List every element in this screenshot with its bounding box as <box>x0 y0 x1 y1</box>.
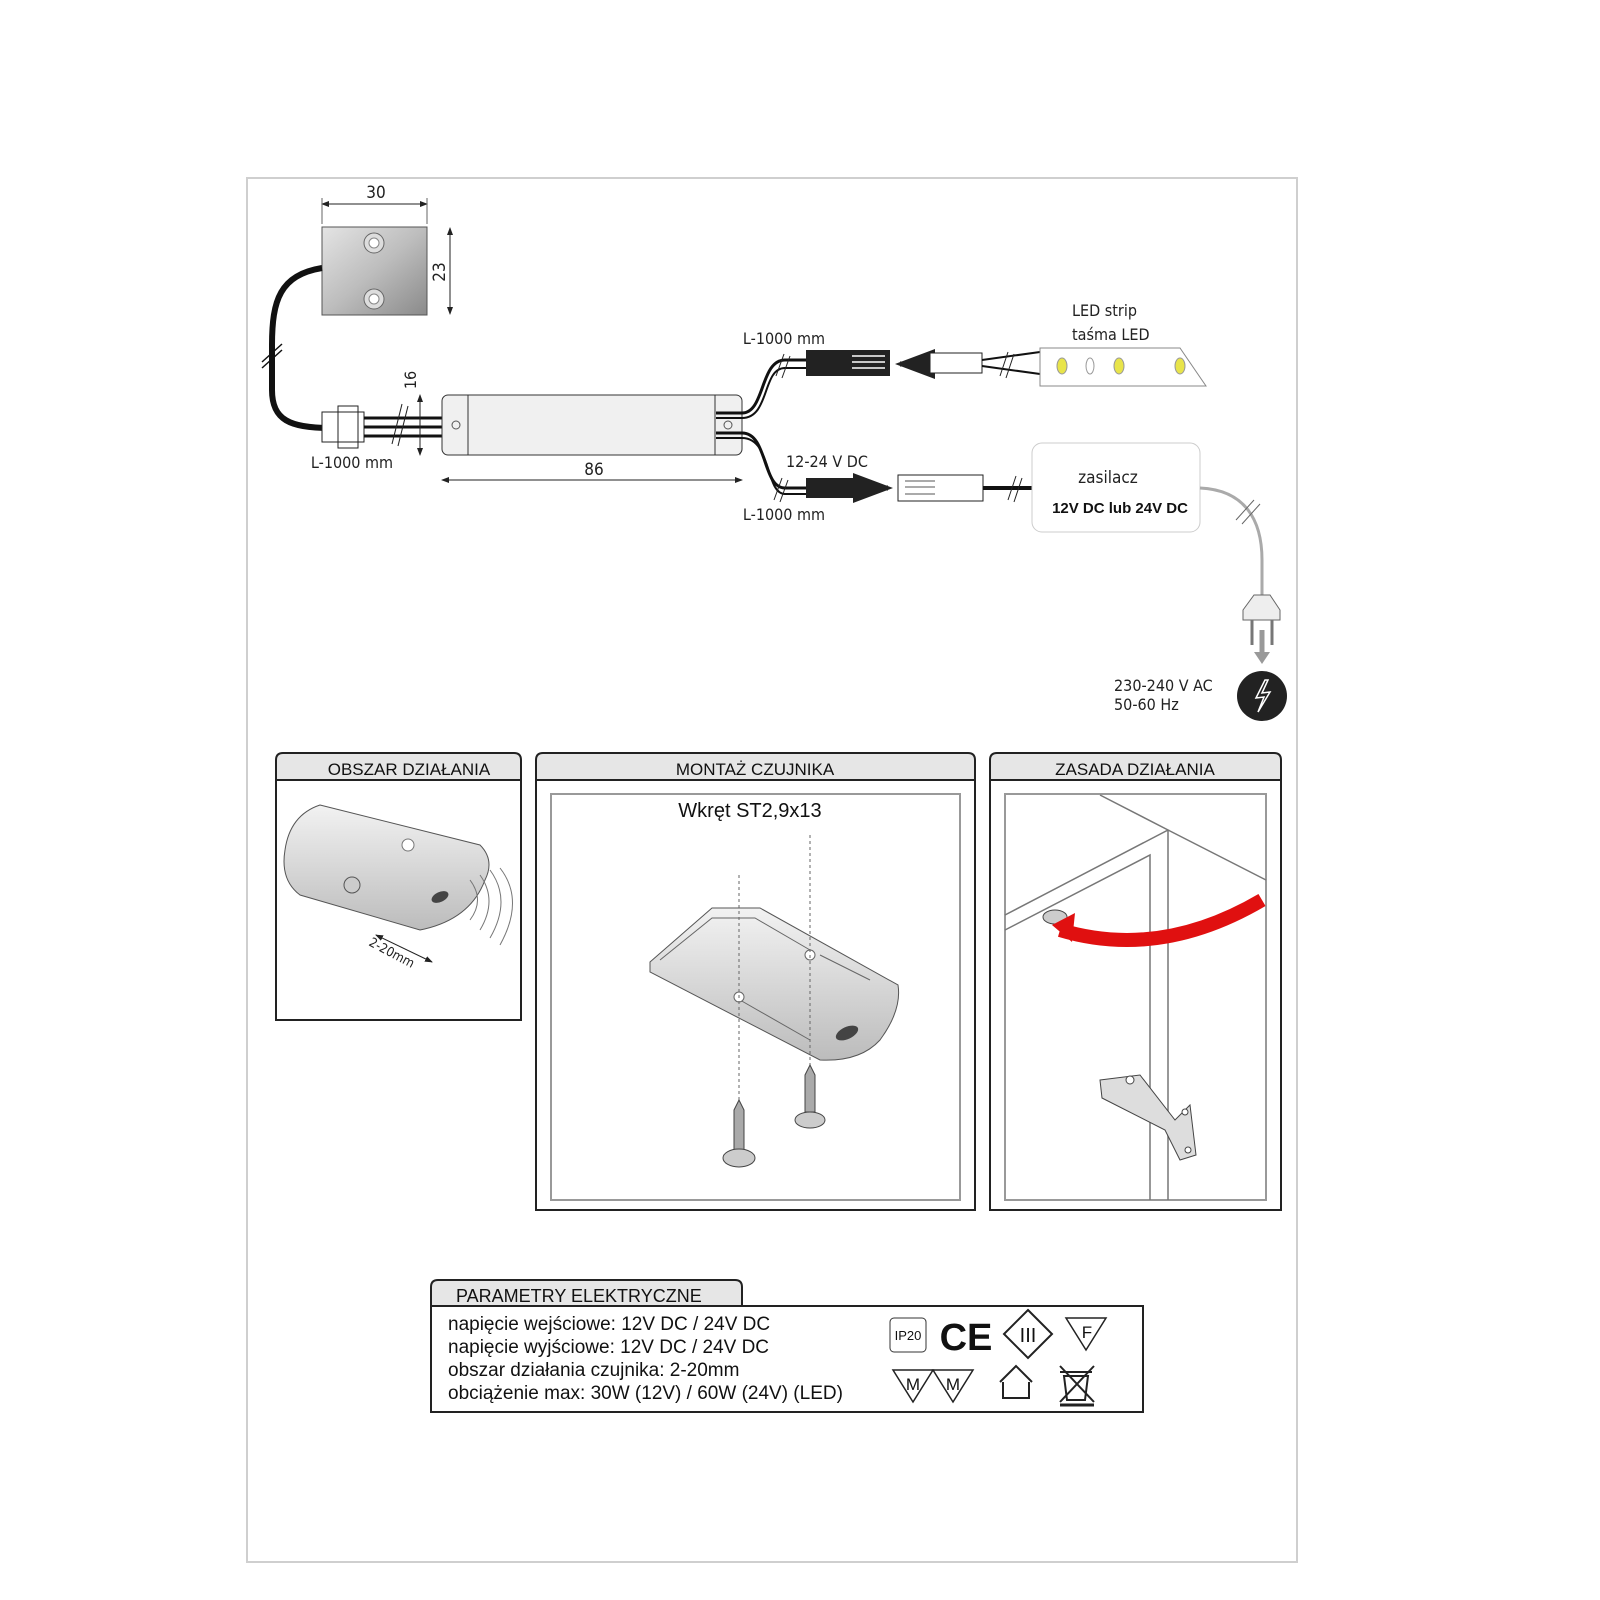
f-mark-icon <box>1064 1317 1108 1352</box>
sensor-mount-illustration <box>649 907 900 1061</box>
sensor-connector <box>321 411 365 443</box>
ip20-icon <box>889 1317 927 1353</box>
mains-frequency: 50-60 Hz <box>1114 695 1179 714</box>
psu-title: zasilacz <box>1078 468 1138 488</box>
indoor-use-icon <box>999 1364 1033 1399</box>
dim-box-length: 86 <box>584 460 603 480</box>
panel-range-title: OBSZAR DZIAŁANIA <box>328 760 491 779</box>
controller-box <box>441 394 743 456</box>
electrical-params: PARAMETRY ELEKTRYCZNE napięcie wejściowe… <box>430 1279 1144 1413</box>
dim-width: 30 <box>366 183 385 203</box>
m-mark-icon <box>891 1369 935 1404</box>
m-mark-label-2: M <box>946 1375 960 1394</box>
ce-mark-icon: CE <box>940 1317 993 1359</box>
weee-bin-icon <box>1059 1365 1095 1407</box>
panel-principle-title: ZASADA DZIAŁANIA <box>1055 760 1215 779</box>
dim-box-height: 16 <box>401 371 420 389</box>
class-iii-label: III <box>1020 1325 1037 1347</box>
panel-mounting: MONTAŻ CZUJNIKA Wkręt ST2,9x13 <box>535 752 976 1211</box>
led-strip-label-en: LED strip <box>1072 301 1137 320</box>
param-max-load: obciążenie max: 30W (12V) / 60W (24V) (L… <box>448 1383 843 1404</box>
wiring-diagram: 30 23 L-1000 mm 16 86 L-1000 mm L <box>261 183 1287 721</box>
ip20-label: IP20 <box>895 1328 922 1343</box>
page-frame <box>246 177 1298 1563</box>
param-sensor-range: obszar działania czujnika: 2-20mm <box>448 1360 739 1381</box>
power-supply <box>1031 442 1201 533</box>
psu-rating: 12V DC lub 24V DC <box>1052 500 1188 517</box>
motion-arrow <box>1057 893 1266 947</box>
power-connector-male <box>897 474 984 502</box>
params-title: PARAMETRY ELEKTRYCZNE <box>456 1286 702 1306</box>
plug-icon <box>1242 594 1281 621</box>
panel-principle: ZASADA DZIAŁANIA <box>989 752 1282 1211</box>
led-connector-male <box>929 352 983 374</box>
screw-icon <box>722 1098 756 1168</box>
led-cable-length: L-1000 mm <box>743 329 825 348</box>
dim-height: 23 <box>430 262 450 281</box>
power-voltage-label: 12-24 V DC <box>786 452 868 471</box>
led-connector-female <box>806 350 890 376</box>
panel-range: OBSZAR DZIAŁANIA 2-20mm <box>275 752 522 1021</box>
panel-mounting-title: MONTAŻ CZUJNIKA <box>676 760 835 779</box>
mains-cable <box>1199 486 1264 595</box>
power-cable-length: L-1000 mm <box>743 505 825 524</box>
sensor-cable <box>269 265 331 431</box>
m-mark-icon <box>931 1369 975 1404</box>
led-strip-label-pl: taśma LED <box>1072 325 1150 344</box>
mains-outlet-icon <box>1237 671 1287 721</box>
hinge-icon <box>1099 1074 1197 1161</box>
cabinet-illustration <box>1004 794 1267 1200</box>
m-mark-label: M <box>906 1375 920 1394</box>
class-iii-icon <box>1002 1308 1054 1360</box>
f-mark-label: F <box>1082 1323 1092 1342</box>
mains-voltage: 230-240 V AC <box>1114 676 1213 695</box>
param-output-voltage: napięcie wyjściowe: 12V DC / 24V DC <box>448 1337 769 1358</box>
sensor-cable-length: L-1000 mm <box>311 453 393 472</box>
screw-icon <box>794 1063 826 1129</box>
param-input-voltage: napięcie wejściowe: 12V DC / 24V DC <box>448 1314 770 1335</box>
power-connector-female <box>806 478 856 498</box>
screw-label: Wkręt ST2,9x13 <box>678 800 821 822</box>
